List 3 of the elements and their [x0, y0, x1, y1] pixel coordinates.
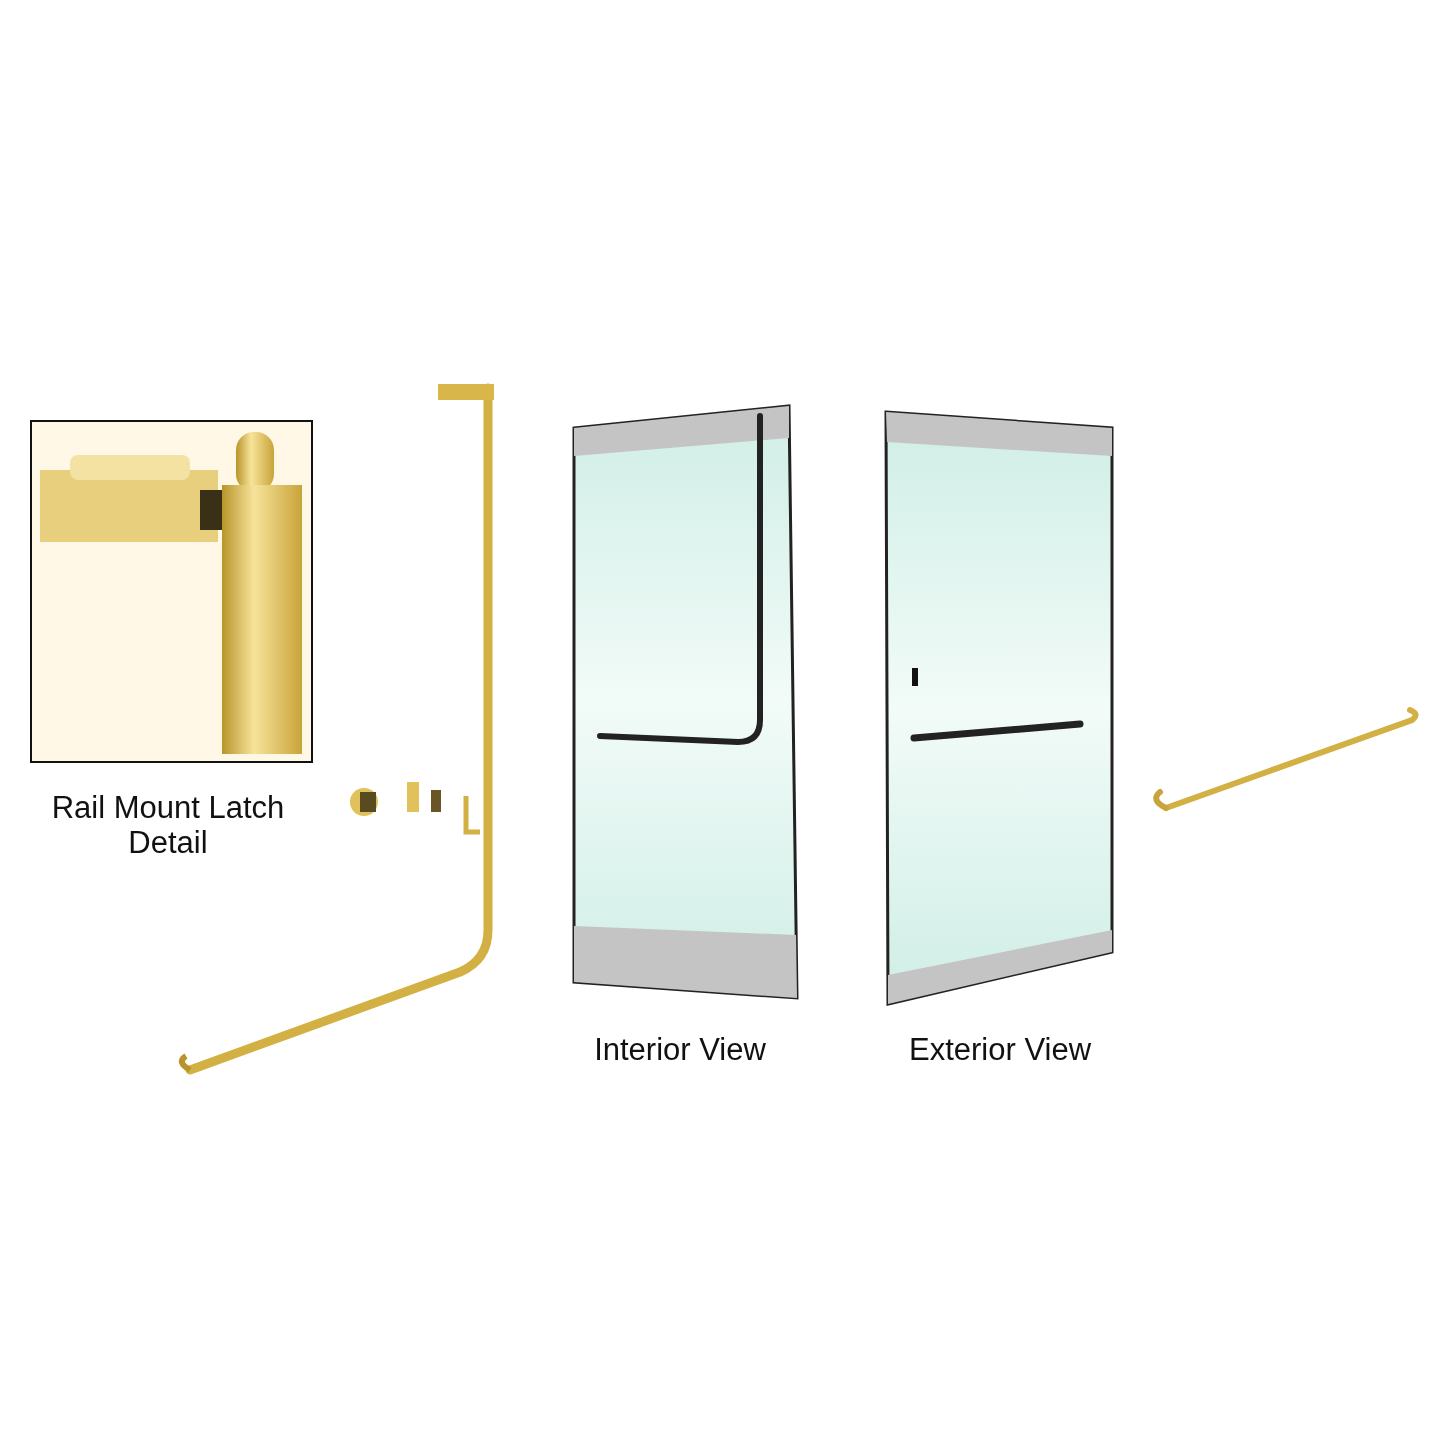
- caption: Rail Mount Latch Detail: [50, 790, 286, 860]
- caption: Interior View: [593, 1032, 767, 1067]
- caption: Exterior View: [907, 1032, 1093, 1067]
